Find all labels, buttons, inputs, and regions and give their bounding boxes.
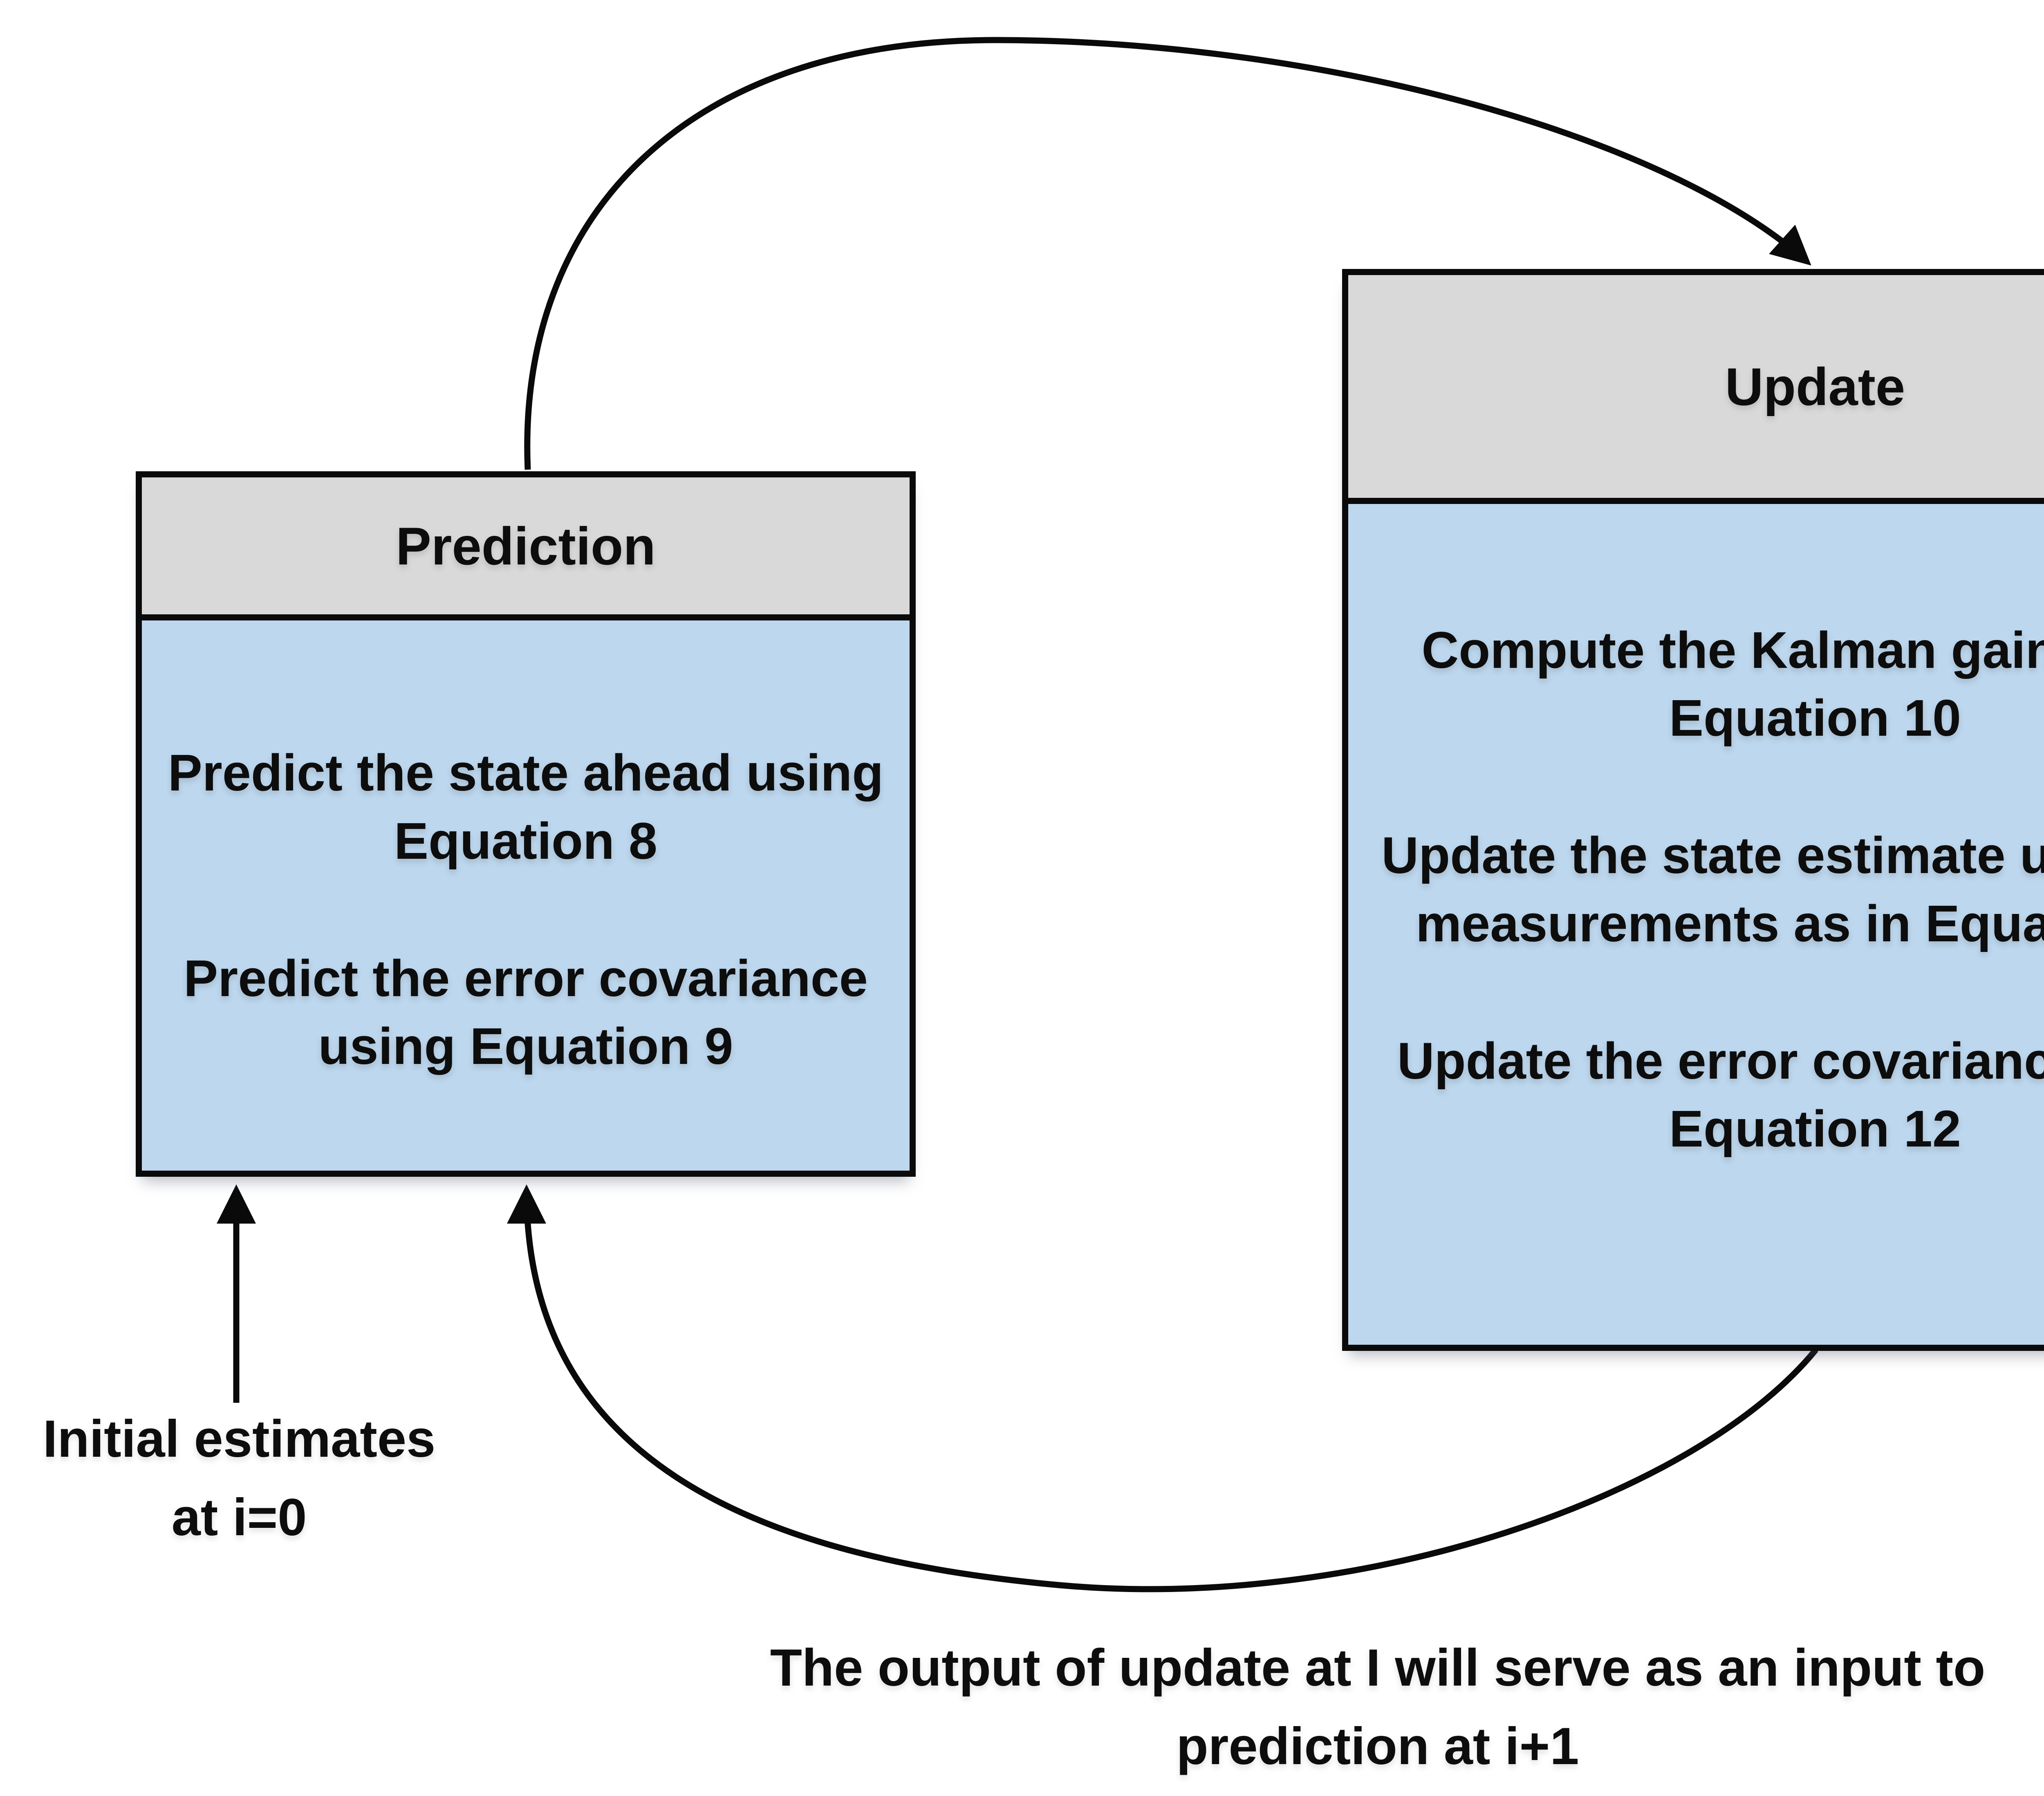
prediction-step-2-line-2: using Equation 9	[318, 1017, 733, 1075]
prediction-box-body: Predict the state ahead using Equation 8…	[142, 620, 910, 1171]
initial-estimates-line-1: Initial estimates	[43, 1410, 436, 1468]
update-step-1-line-2: Equation 10	[1669, 689, 1961, 747]
update-step-2-line-1: Update the state estimate using the	[1381, 826, 2044, 885]
update-step-1: Compute the Kalman gain using Equation 1…	[1421, 616, 2044, 752]
update-step-3-line-2: Equation 12	[1669, 1100, 1961, 1158]
prediction-title: Prediction	[396, 516, 656, 576]
update-step-3: Update the error covariance using Equati…	[1397, 1027, 2044, 1163]
prediction-step-1: Predict the state ahead using Equation 8	[168, 739, 883, 875]
update-step-1-line-1: Compute the Kalman gain using	[1421, 621, 2044, 679]
initial-estimates-line-2: at i=0	[171, 1488, 307, 1547]
loop-caption: The output of update at I will serve as …	[666, 1629, 2044, 1786]
update-step-2: Update the state estimate using the meas…	[1381, 822, 2044, 958]
update-box-header: Update	[1348, 275, 2044, 504]
prediction-step-1-line-2: Equation 8	[394, 812, 658, 870]
loop-caption-line-2: prediction at i+1	[1176, 1717, 1579, 1776]
update-step-2-line-2: measurements as in Equation 11	[1416, 894, 2044, 952]
prediction-step-1-line-1: Predict the state ahead using	[168, 744, 884, 802]
update-box-body: Compute the Kalman gain using Equation 1…	[1348, 504, 2044, 1345]
loop-caption-line-1: The output of update at I will serve as …	[770, 1639, 1986, 1697]
prediction-step-2-line-1: Predict the error covariance	[184, 950, 868, 1007]
initial-estimates-label: Initial estimates at i=0	[12, 1400, 466, 1557]
prediction-step-2: Predict the error covariance using Equat…	[184, 945, 868, 1081]
prediction-box: Prediction Predict the state ahead using…	[136, 471, 916, 1177]
prediction-box-header: Prediction	[142, 477, 910, 620]
update-step-3-line-1: Update the error covariance using	[1397, 1032, 2044, 1090]
update-box: Update Compute the Kalman gain using Equ…	[1342, 269, 2044, 1351]
update-title: Update	[1725, 356, 1905, 417]
